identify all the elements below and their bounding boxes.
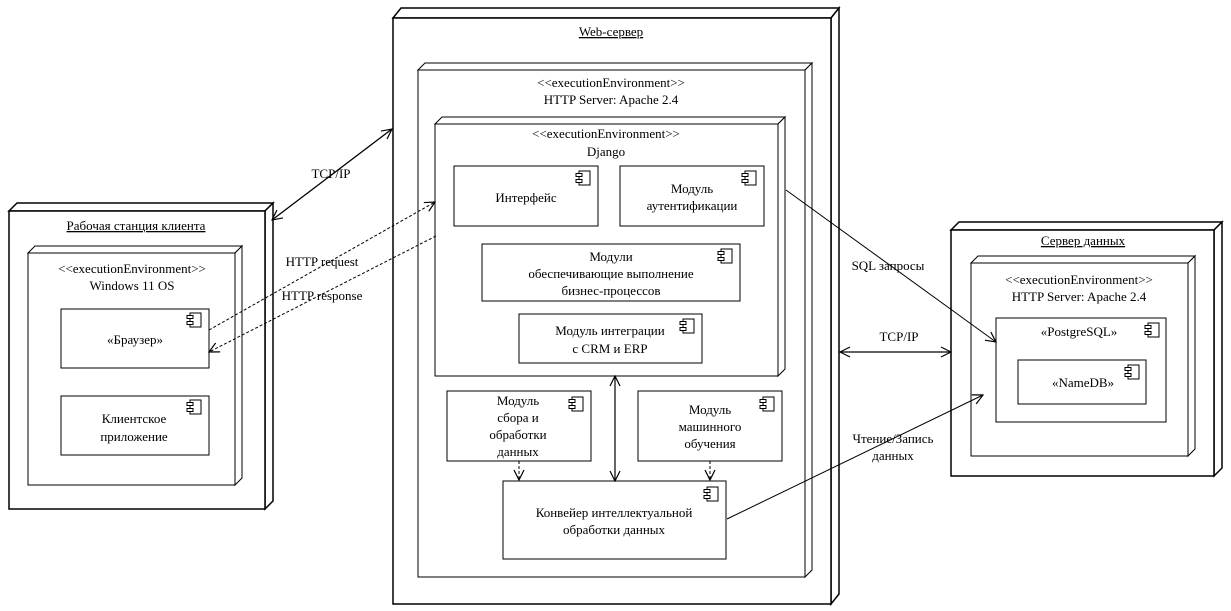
integration-component: Модуль интеграции с CRM и ERP: [518, 313, 703, 364]
read-write-line-1: Чтение/Запись: [853, 431, 934, 446]
data-server-title: Сервер данных: [1041, 233, 1126, 248]
auth-line-2: аутентификации: [647, 198, 738, 213]
client-app-line-1: Клиентское: [102, 411, 167, 426]
namedb-label: «NameDB»: [1052, 375, 1114, 390]
client-station-title: Рабочая станция клиента: [67, 218, 206, 233]
data-collection-line-3: обработки: [489, 427, 546, 442]
read-write-line-2: данных: [872, 448, 914, 463]
apache-env-name: HTTP Server: Apache 2.4: [544, 92, 679, 107]
connections: [208, 129, 996, 520]
sql-label: SQL запросы: [852, 258, 925, 273]
integration-line-1: Модуль интеграции: [555, 323, 664, 338]
ml-line-1: Модуль: [689, 402, 731, 417]
django-env-name: Django: [587, 144, 625, 159]
data-collection-line-4: данных: [497, 444, 539, 459]
data-collection-component: Модуль сбора и обработки данных: [446, 390, 592, 462]
web-server-title: Web-сервер: [579, 24, 643, 39]
data-server-node: Сервер данных <<executionEnvironment>> H…: [949, 220, 1224, 478]
interface-label: Интерфейс: [495, 190, 556, 205]
interface-component: Интерфейс: [453, 165, 599, 227]
django-env-stereotype: <<executionEnvironment>>: [532, 126, 680, 141]
client-app-component: Клиентское приложение: [60, 395, 210, 456]
client-station-node: Рабочая станция клиента <<executionEnvir…: [7, 201, 275, 511]
apache-env-stereotype: <<executionEnvironment>>: [537, 75, 685, 90]
http-response-link: [209, 235, 437, 352]
data-collection-line-1: Модуль: [497, 393, 539, 408]
tcp-data-label: TCP/IP: [879, 329, 918, 344]
ml-line-3: обучения: [684, 436, 735, 451]
pipeline-component: Конвейер интеллектуальной обработки данн…: [502, 480, 727, 560]
business-line-2: обеспечивающие выполнение: [528, 266, 693, 281]
data-collection-line-2: сбора и: [497, 410, 539, 425]
ml-line-2: машинного: [679, 419, 742, 434]
windows-env-stereotype: <<executionEnvironment>>: [58, 261, 206, 276]
auth-component: Модуль аутентификации: [619, 165, 765, 227]
connection-labels: TCP/IP HTTP request HTTP response SQL за…: [282, 166, 934, 463]
postgres-label: «PostgreSQL»: [1041, 324, 1118, 339]
browser-component: «Браузер»: [60, 308, 210, 369]
business-line-1: Модули: [589, 249, 632, 264]
tcp-client-label: TCP/IP: [311, 166, 350, 181]
data-apache-name: HTTP Server: Apache 2.4: [1012, 289, 1147, 304]
http-response-label: HTTP response: [282, 288, 363, 303]
data-apache-stereotype: <<executionEnvironment>>: [1005, 272, 1153, 287]
ml-component: Модуль машинного обучения: [637, 390, 783, 462]
pipeline-line-2: обработки данных: [563, 522, 666, 537]
http-request-label: HTTP request: [286, 254, 359, 269]
tcp-client-link: [272, 129, 392, 220]
client-app-line-2: приложение: [100, 429, 168, 444]
sql-link: [785, 189, 996, 342]
auth-line-1: Модуль: [671, 181, 713, 196]
http-request-link: [208, 202, 435, 331]
read-write-link: [726, 395, 983, 520]
business-modules-component: Модули обеспечивающие выполнение бизнес-…: [481, 243, 741, 302]
business-line-3: бизнес-процессов: [561, 283, 660, 298]
browser-label: «Браузер»: [107, 332, 163, 347]
integration-line-2: с CRM и ERP: [572, 341, 647, 356]
pipeline-line-1: Конвейер интеллектуальной: [536, 505, 693, 520]
web-server-node: Web-сервер <<executionEnvironment>> HTTP…: [391, 5, 841, 607]
windows-env-name: Windows 11 OS: [90, 278, 175, 293]
namedb-component: «NameDB»: [1017, 359, 1147, 405]
